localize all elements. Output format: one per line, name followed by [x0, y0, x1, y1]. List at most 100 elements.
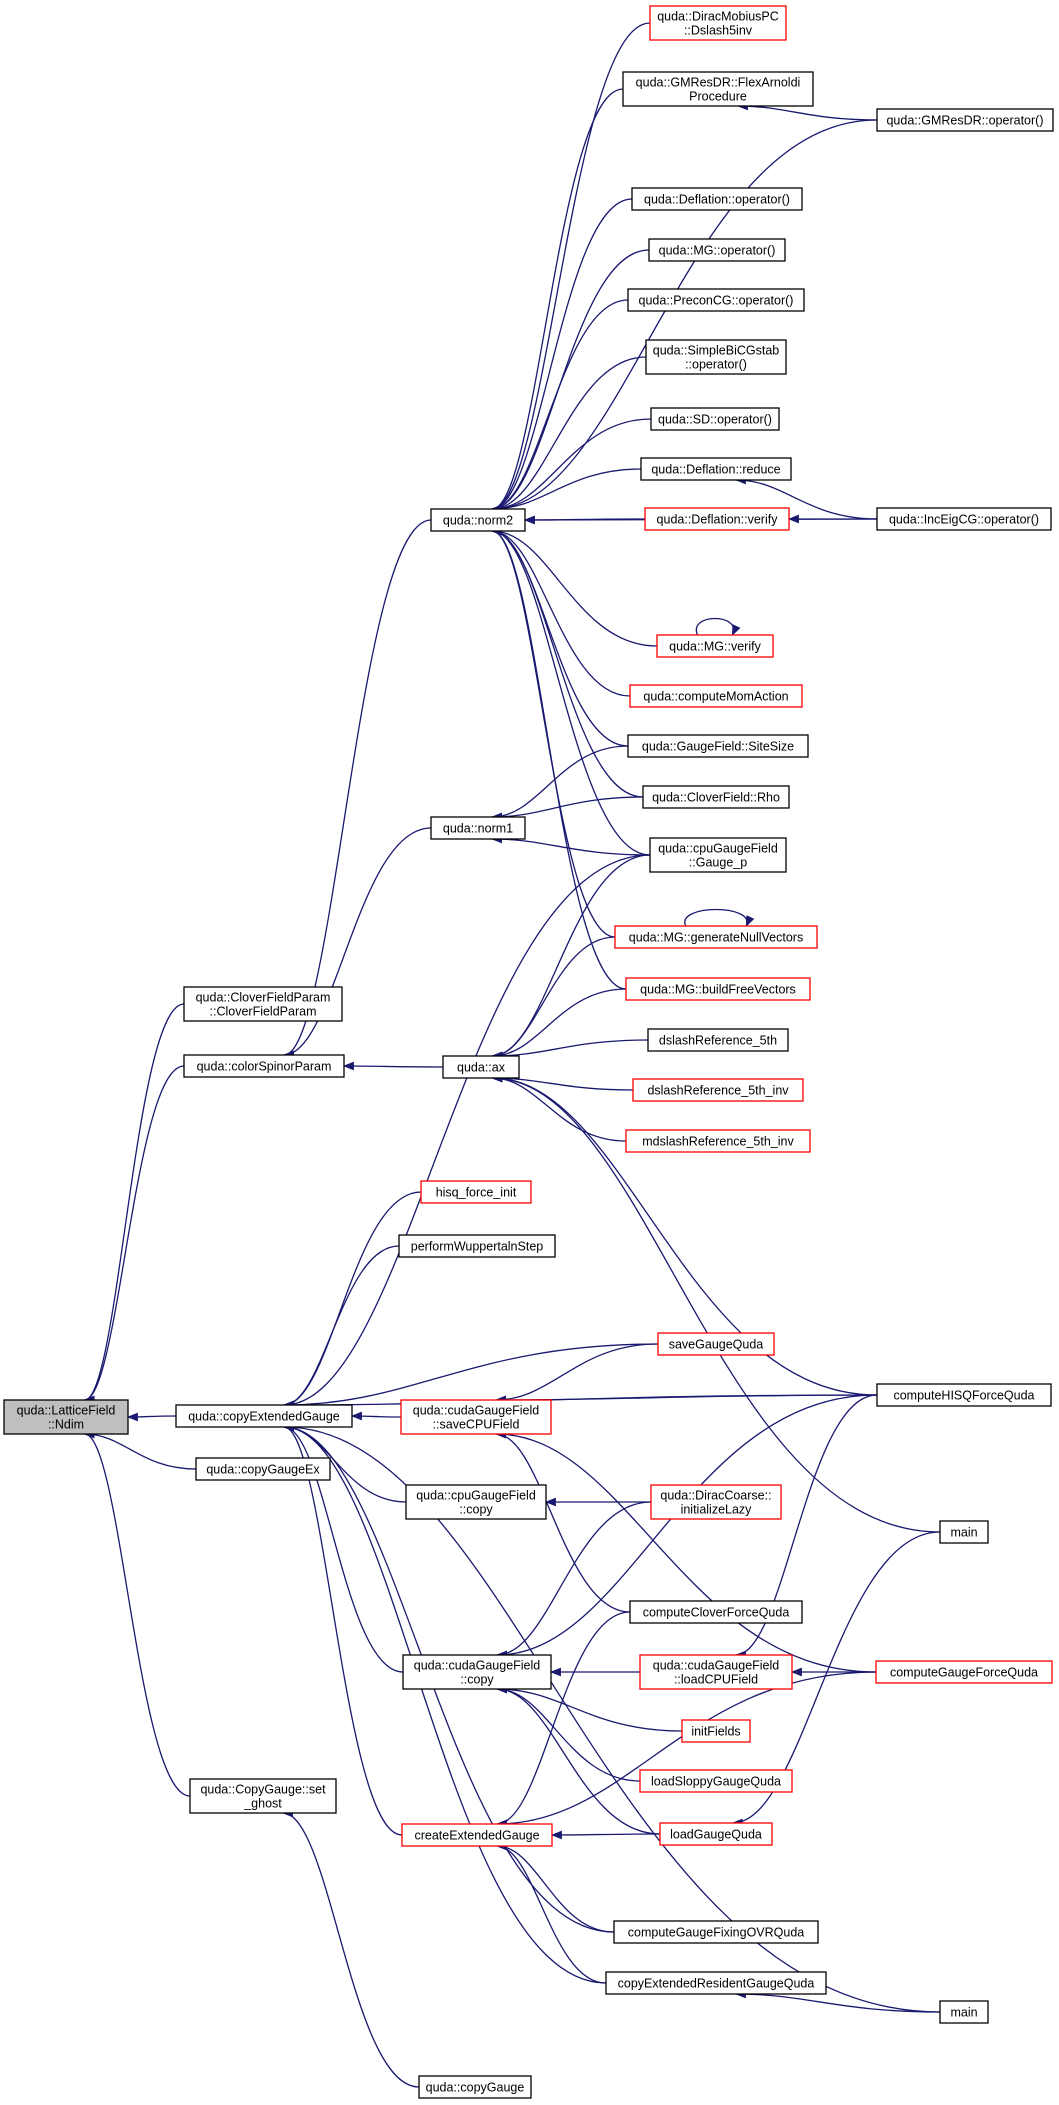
edge-color-spinor-param-to-root: [83, 1065, 185, 1405]
node-box: [613, 1920, 819, 1944]
node-compute-gauge-force-quda[interactable]: computeGaugeForceQuda: [875, 1660, 1053, 1684]
node-label: quda::Deflation::operator(): [644, 193, 790, 207]
edge-norm2-to-color-spinor-param: [282, 519, 432, 1060]
node-deflation-operator[interactable]: quda::Deflation::operator(): [631, 187, 803, 211]
node-label: quda::CloverField::Rho: [652, 791, 780, 805]
node-cuda-gauge-field-save-cpu[interactable]: quda::cudaGaugeField::saveCPUField: [400, 1399, 552, 1435]
node-copy-gauge-ex[interactable]: quda::copyGaugeEx: [195, 1457, 331, 1481]
edge-mg-generate-null-vectors-to-norm2: [491, 526, 616, 938]
node-label: quda::Deflation::verify: [657, 513, 779, 527]
node-cpu-gauge-field-gauge-p[interactable]: quda::cpuGaugeField::Gauge_p: [649, 837, 787, 873]
edge-cpu-gauge-field-gauge-p-to-ax: [491, 854, 651, 1061]
edge-clover-field-rho-to-norm1: [491, 796, 644, 822]
node-compute-hisqforce-quda[interactable]: computeHISQForceQuda: [876, 1383, 1052, 1407]
node-mg-operator[interactable]: quda::MG::operator(): [648, 238, 786, 262]
node-label: ::Dslash5inv: [684, 24, 753, 38]
node-gmres-operator[interactable]: quda::GMResDR::operator(): [876, 108, 1054, 132]
edge-simple-bi-cgstab-to-norm2: [491, 356, 647, 514]
node-copy-extended-resident-gauge-quda[interactable]: copyExtendedResidentGaugeQuda: [605, 1971, 827, 1995]
edge-inc-eig-cg-to-deflation-reduce: [734, 475, 878, 520]
edge-main2-to-copy-extended-gauge: [282, 1422, 941, 2013]
node-copy-extended-gauge[interactable]: quda::copyExtendedGauge: [175, 1404, 353, 1428]
node-label: quda::copyExtendedGauge: [188, 1410, 340, 1424]
node-mdslash-reference5th-inv[interactable]: mdslashReference_5th_inv: [625, 1129, 811, 1153]
node-mg-generate-null-vectors[interactable]: quda::MG::generateNullVectors: [614, 925, 818, 949]
node-label: initFields: [691, 1725, 740, 1739]
node-sd-operator[interactable]: quda::SD::operator(): [650, 407, 780, 431]
node-label: quda::norm1: [443, 822, 513, 836]
node-dslash-reference5th-inv[interactable]: dslashReference_5th_inv: [632, 1078, 804, 1102]
node-label: mdslashReference_5th_inv: [642, 1135, 794, 1149]
node-load-gauge-quda[interactable]: loadGaugeQuda: [659, 1822, 773, 1846]
node-label: computeCloverForceQuda: [643, 1606, 790, 1620]
node-mg-build-free-vectors[interactable]: quda::MG::buildFreeVectors: [625, 977, 811, 1001]
node-perform-wuppertaln-step[interactable]: performWuppertalnStep: [398, 1234, 556, 1258]
edge-compute-gauge-force-quda-to-create-extended-gauge: [495, 1671, 877, 1829]
node-cpu-gauge-field-copy[interactable]: quda::cpuGaugeField::copy: [405, 1484, 547, 1520]
node-norm2[interactable]: quda::norm2: [430, 508, 526, 532]
node-box: [650, 1484, 782, 1520]
node-inc-eig-cg[interactable]: quda::IncEigCG::operator(): [876, 507, 1052, 531]
node-cuda-gauge-field-load-cpu[interactable]: quda::cudaGaugeField::loadCPUField: [639, 1654, 793, 1690]
node-copy-gauge-set-ghost[interactable]: quda::CopyGauge::set_ghost: [189, 1778, 337, 1814]
node-color-spinor-param[interactable]: quda::colorSpinorParam: [183, 1054, 345, 1078]
node-box: [629, 1600, 803, 1624]
nodes-layer: quda::LatticeField::Ndimquda::copyExtend…: [3, 5, 1054, 2099]
edge-compute-gauge-force-quda-to-cuda-gauge-field-save-cpu: [494, 1429, 877, 1673]
node-label: computeHISQForceQuda: [893, 1389, 1034, 1403]
node-label: ::Gauge_p: [689, 856, 747, 870]
node-label: ::CloverFieldParam: [210, 1005, 317, 1019]
node-dslash-reference5th[interactable]: dslashReference_5th: [647, 1028, 789, 1052]
node-mg-verify[interactable]: quda::MG::verify: [656, 634, 774, 658]
node-compute-clover-force-quda[interactable]: computeCloverForceQuda: [629, 1600, 803, 1624]
node-label: quda::copyGaugeEx: [206, 1463, 320, 1477]
node-init-fields[interactable]: initFields: [681, 1719, 751, 1743]
node-clover-field-param[interactable]: quda::CloverFieldParam::CloverFieldParam: [183, 986, 343, 1022]
node-label: dslashReference_5th: [659, 1034, 777, 1048]
edge-mdslash-reference5th-inv-to-ax: [491, 1073, 627, 1142]
node-box: [183, 1054, 345, 1078]
edge-compute-mom-action-to-norm2: [491, 526, 631, 697]
node-deflation-verify[interactable]: quda::Deflation::verify: [644, 507, 790, 531]
node-dirac-coarse-init-lazy[interactable]: quda::DiracCoarse::initializeLazy: [650, 1484, 782, 1520]
node-box: [627, 288, 805, 312]
node-cuda-gauge-field-copy[interactable]: quda::cudaGaugeField::copy: [402, 1654, 552, 1690]
node-hisq-force-init[interactable]: hisq_force_init: [420, 1180, 532, 1204]
edge-compute-hisqforce-quda-to-ax: [491, 1073, 878, 1396]
node-save-gauge-quda[interactable]: saveGaugeQuda: [657, 1332, 775, 1356]
node-compute-mom-action[interactable]: quda::computeMomAction: [629, 684, 803, 708]
edge-compute-hisqforce-quda-to-cuda-gauge-field-load-cpu: [734, 1394, 878, 1660]
node-norm1[interactable]: quda::norm1: [430, 816, 526, 840]
edge-cuda-gauge-field-copy-to-copy-extended-gauge: [282, 1422, 404, 1673]
node-label: main: [950, 2006, 977, 2020]
node-compute-gauge-fixing-ovrquda[interactable]: computeGaugeFixingOVRQuda: [613, 1920, 819, 1944]
node-gauge-field-site-size[interactable]: quda::GaugeField::SiteSize: [627, 734, 809, 758]
node-simple-bi-cgstab[interactable]: quda::SimpleBiCGstab::operator(): [645, 339, 787, 375]
node-main1[interactable]: main: [939, 1520, 989, 1544]
node-label: computeGaugeForceQuda: [890, 1666, 1038, 1680]
node-box: [430, 508, 526, 532]
node-dirac-mobius-dslash5inv[interactable]: quda::DiracMobiusPC::Dslash5inv: [649, 5, 787, 41]
node-box: [3, 1399, 129, 1435]
node-clover-field-rho[interactable]: quda::CloverField::Rho: [642, 785, 790, 809]
node-label: createExtendedGauge: [414, 1829, 539, 1843]
edge-gauge-field-site-size-to-norm1: [491, 745, 629, 822]
node-copy-gauge[interactable]: quda::copyGauge: [418, 2075, 532, 2099]
edge-mg-verify-to-norm2: [491, 526, 658, 647]
node-load-sloppy-gauge-quda[interactable]: loadSloppyGaugeQuda: [639, 1769, 793, 1793]
node-precon-cgoperator[interactable]: quda::PreconCG::operator(): [627, 288, 805, 312]
node-label: quda::SD::operator(): [658, 413, 772, 427]
node-main2[interactable]: main: [939, 2000, 989, 2024]
node-label: quda::MG::buildFreeVectors: [640, 983, 796, 997]
node-create-extended-gauge[interactable]: createExtendedGauge: [401, 1823, 553, 1847]
node-label: ::Ndim: [48, 1418, 84, 1432]
node-label: ::loadCPUField: [674, 1673, 758, 1687]
node-label: quda::CloverFieldParam: [196, 991, 331, 1005]
node-label: quda::norm2: [443, 514, 513, 528]
node-deflation-reduce[interactable]: quda::Deflation::reduce: [640, 457, 792, 481]
node-ax[interactable]: quda::ax: [442, 1055, 520, 1079]
node-label: ::copy: [460, 1673, 494, 1687]
edge-init-fields-to-cuda-gauge-field-copy: [495, 1684, 683, 1732]
node-box: [631, 187, 803, 211]
